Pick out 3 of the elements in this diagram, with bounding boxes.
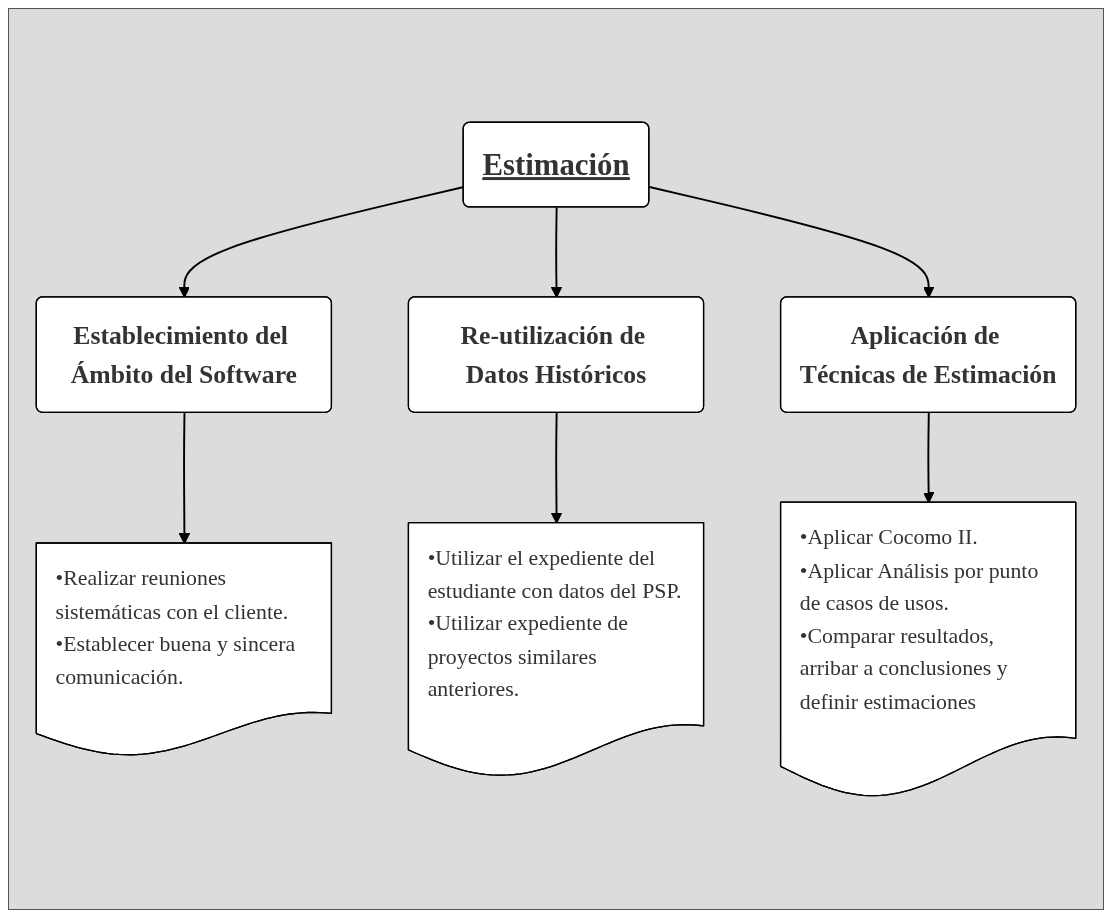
diagram-background: Estimación Establecimiento del Ámbito del Software Re-utilización de Datos Históricos Aplicación de Técnicas de Estimación •Realizar reuniones sistemáticas con el cliente. •Establecer buena y sincera comunicación. •Utilizar el expediente del estudiante con datos del PSP. •Utilizar expediente de proyectos similares anteriores. •Aplicar Cocomo II. •Aplicar Análisis por punto de casos de usos. •Comparar resultados, arribar a conclusiones y definir estimaciones xyxy=(8,8,1104,910)
arrow xyxy=(550,206,563,298)
arrow xyxy=(648,186,935,298)
